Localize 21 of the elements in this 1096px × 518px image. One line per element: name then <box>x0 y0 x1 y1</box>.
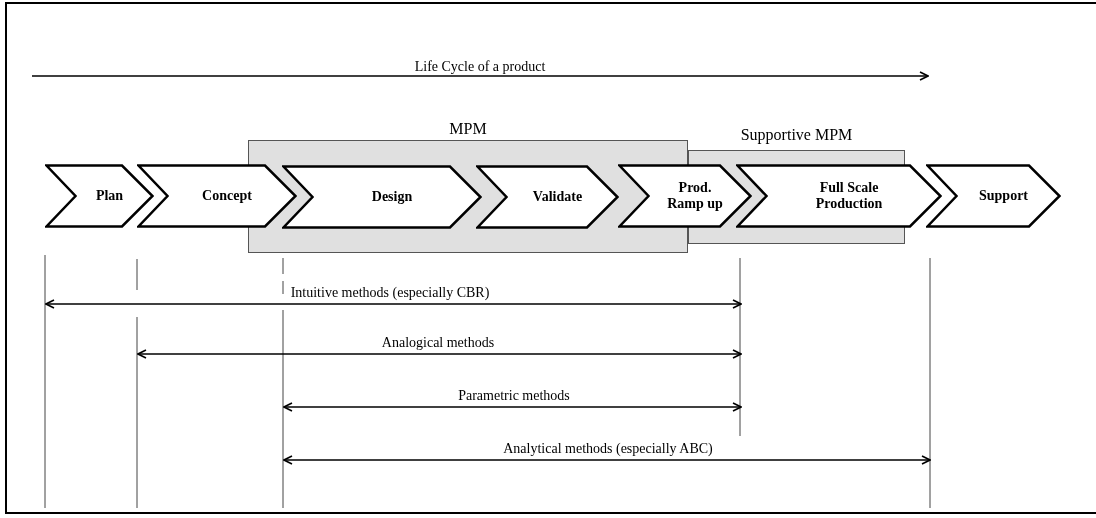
chevron-step <box>45 164 154 228</box>
span-label: Analogical methods <box>381 334 495 352</box>
chevron-step <box>926 164 1061 228</box>
band-heading: MPM <box>449 119 487 139</box>
span-label: Life Cycle of a product <box>414 58 546 76</box>
step-label: Design <box>370 188 413 206</box>
chevron-step <box>137 164 297 228</box>
chevron-step <box>476 165 619 229</box>
chevron-step <box>736 164 942 228</box>
step-label: Validate <box>531 188 583 206</box>
step-label: Plan <box>94 187 124 205</box>
step-label: Support <box>978 187 1028 205</box>
step-label: Concept <box>201 187 252 205</box>
span-label: Analytical methods (especially ABC) <box>503 440 713 458</box>
band-heading: Supportive MPM <box>740 125 853 146</box>
span-label: Parametric methods <box>458 387 570 405</box>
chevron-step <box>282 165 482 229</box>
step-label: Prod. Ramp up <box>666 179 724 213</box>
chevron-step <box>618 164 752 228</box>
span-label: Intuitive methods (especially CBR) <box>290 284 490 302</box>
step-label: Full Scale Production <box>814 179 884 213</box>
